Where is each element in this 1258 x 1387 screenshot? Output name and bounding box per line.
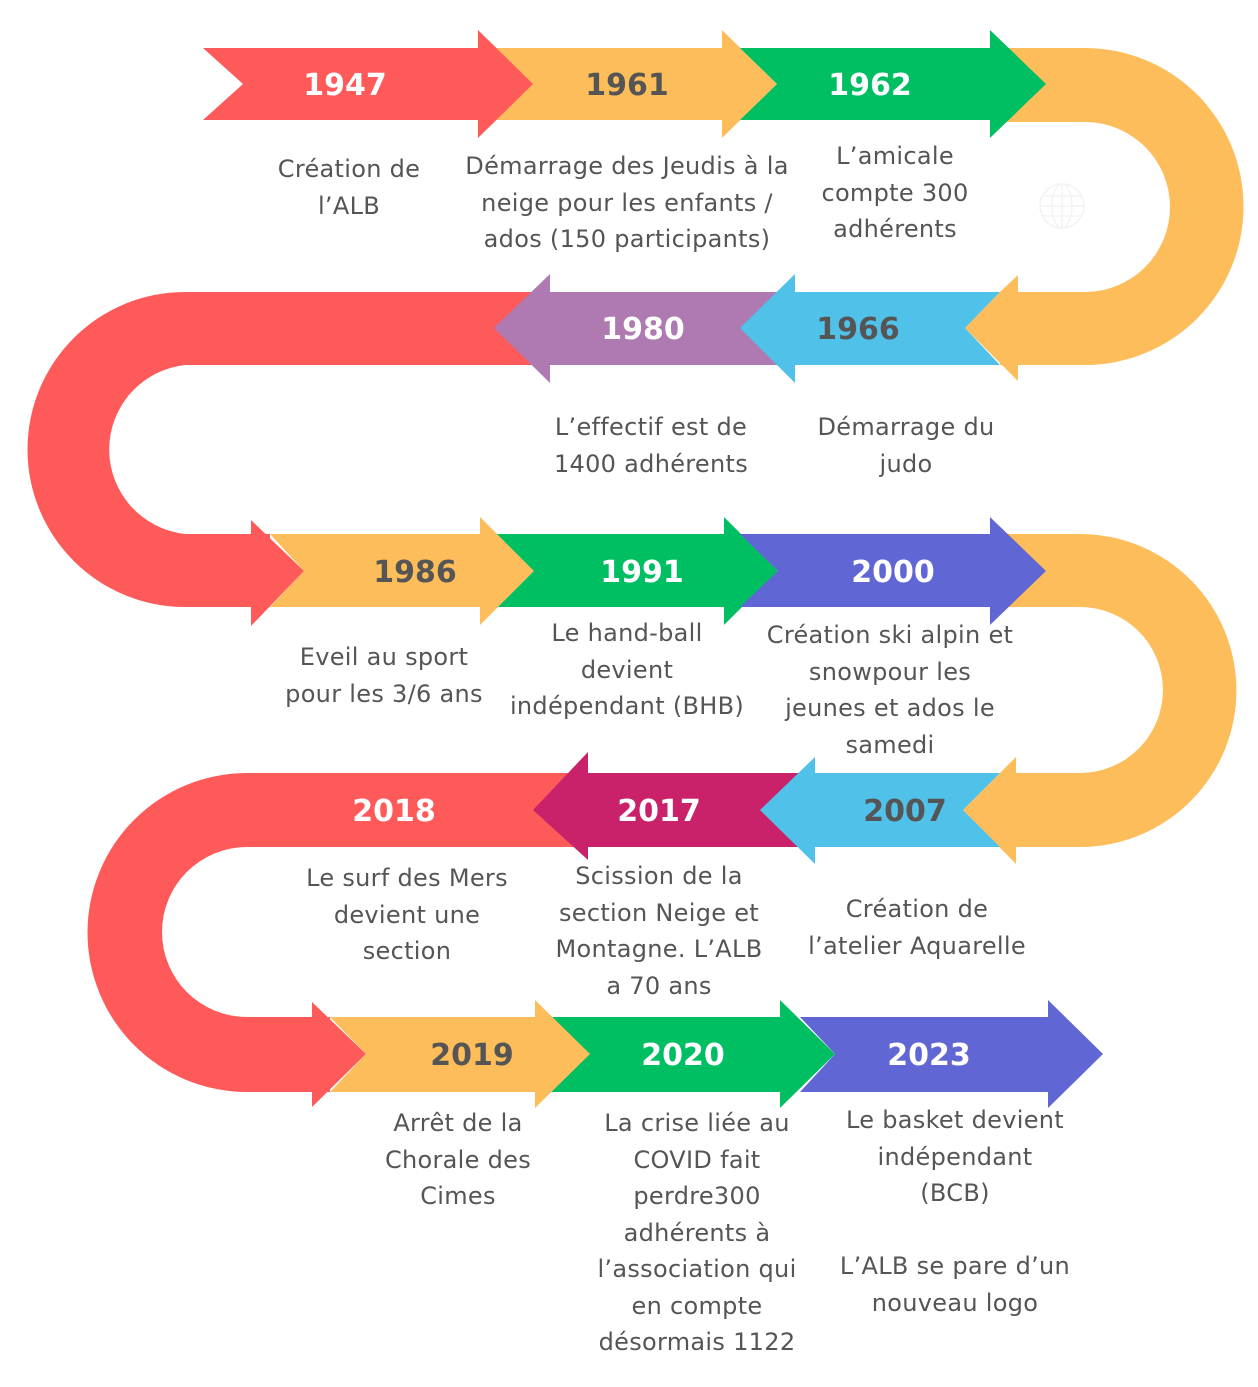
arrow-1991 <box>480 517 778 625</box>
arrow-2023 <box>800 1000 1103 1108</box>
arrow-1980 <box>494 274 794 383</box>
year-label: 1962 <box>828 68 912 103</box>
arrow-1947 <box>203 30 533 138</box>
event-description: Scission de la section Neige et Montagne… <box>555 862 763 1000</box>
arrow-1962 <box>740 30 1046 138</box>
arrow-1966 <box>740 274 1000 383</box>
curve-right-2 <box>1000 534 1237 847</box>
event-description: Le basket devient indépendant (BCB) L’AL… <box>839 1106 1071 1317</box>
arrow-2000 <box>740 517 1046 625</box>
event-description: L’effectif est de 1400 adhérents <box>553 413 749 478</box>
event-description: La crise liée au COVID fait perdre300 ad… <box>597 1109 797 1356</box>
curve-right-1 <box>1000 48 1244 366</box>
curve-left-2-arrowhead <box>300 1002 366 1107</box>
arrow-2020 <box>535 1000 835 1108</box>
year-label: 2007 <box>863 794 947 829</box>
event-description: Création de l’ALB <box>277 155 421 220</box>
event-description: Le hand-ball devient indépendant (BHB) <box>509 619 745 720</box>
year-label: 2018 <box>352 794 436 829</box>
arrow-1986 <box>270 517 534 625</box>
event-description: Démarrage des Jeudis à la neige pour les… <box>465 152 789 253</box>
year-label: 2023 <box>887 1038 971 1073</box>
arrow-2007 <box>760 757 1000 864</box>
event-description: Création ski alpin et snowpour les jeune… <box>766 621 1014 759</box>
curve-left-1-arrowhead <box>240 520 304 626</box>
event-description: L’amicale compte 300 adhérents <box>821 142 969 243</box>
year-label: 1991 <box>600 555 684 590</box>
year-label: 2000 <box>851 555 935 590</box>
year-label: 2020 <box>641 1038 725 1073</box>
year-label: 1986 <box>373 555 457 590</box>
curve-left-2 <box>87 773 600 1092</box>
event-description: Démarrage du judo <box>817 413 995 478</box>
arrow-2017 <box>533 752 815 860</box>
curve-right-1-arrowhead <box>965 275 1018 381</box>
event-description: Le surf des Mers devient une section <box>306 864 508 965</box>
year-label: 1947 <box>303 68 387 103</box>
event-description: Arrêt de la Chorale des Cimes <box>384 1109 532 1210</box>
event-description: Eveil au sport pour les 3/6 ans <box>285 643 483 708</box>
year-label: 2017 <box>617 794 701 829</box>
arrow-2019 <box>330 1000 590 1108</box>
year-label: 1966 <box>816 312 900 347</box>
event-description: Création de l’atelier Aquarelle <box>808 895 1026 960</box>
curve-left-1 <box>27 292 561 607</box>
year-label: 1980 <box>601 312 685 347</box>
curve-right-2-arrowhead <box>963 757 1016 864</box>
year-label: 2019 <box>430 1038 514 1073</box>
globe-icon <box>1039 183 1085 229</box>
arrow-1961 <box>478 30 777 138</box>
year-label: 1961 <box>585 68 669 103</box>
